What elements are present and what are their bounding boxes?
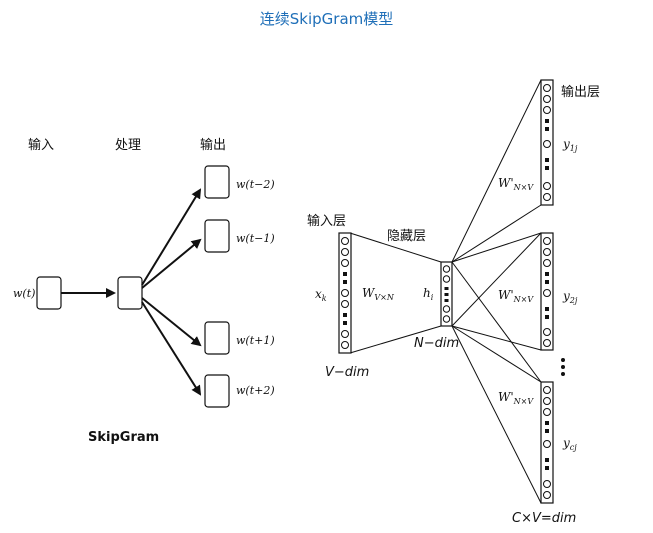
y-label-2: y2j bbox=[562, 289, 578, 305]
output-word-box-3 bbox=[204, 321, 230, 355]
w-label: WV×N bbox=[362, 286, 395, 302]
projection-box bbox=[117, 276, 143, 310]
arrow-to-output-1 bbox=[141, 188, 202, 286]
input-heading: 输入 bbox=[28, 137, 54, 153]
n-dim-label: N−dim bbox=[414, 336, 459, 351]
y-label-1: y1j bbox=[562, 137, 578, 153]
output-word-label-4: w(t+2) bbox=[236, 384, 275, 397]
y-label-3: ycj bbox=[562, 436, 577, 452]
wprime-label-1: W'N×V bbox=[498, 176, 534, 192]
input-layer-label: 输入层 bbox=[307, 213, 346, 229]
vertical-ellipsis bbox=[561, 358, 565, 376]
output-heading: 输出 bbox=[200, 137, 226, 153]
connection-lines bbox=[349, 79, 542, 504]
output-vector-2 bbox=[540, 232, 554, 351]
output-word-box-1 bbox=[204, 165, 230, 199]
arrow-to-output-4 bbox=[141, 301, 202, 396]
output-word-box-2 bbox=[204, 219, 230, 253]
output-vector-3 bbox=[540, 381, 554, 504]
wprime-label-3: W'N×V bbox=[498, 390, 534, 406]
input-vector bbox=[338, 232, 352, 354]
output-vector-1 bbox=[540, 79, 554, 206]
v-dim-label: V−dim bbox=[325, 365, 369, 380]
output-word-label-3: w(t+1) bbox=[236, 334, 275, 347]
arrow-to-output-3 bbox=[141, 297, 202, 347]
wprime-label-2: W'N×V bbox=[498, 288, 534, 304]
hidden-layer-label: 隐藏层 bbox=[387, 229, 426, 244]
h-label: hi bbox=[423, 286, 434, 302]
hidden-vector bbox=[440, 261, 453, 327]
skipgram-caption: SkipGram bbox=[88, 430, 159, 445]
process-heading: 处理 bbox=[115, 138, 141, 153]
output-layer-label: 输出层 bbox=[561, 84, 600, 100]
arrow-to-output-2 bbox=[141, 238, 202, 289]
page-title: 连续SkipGram模型 bbox=[259, 10, 394, 28]
output-word-box-4 bbox=[204, 374, 230, 408]
x-label: xk bbox=[315, 287, 327, 303]
input-word-label: w(t) bbox=[13, 287, 35, 300]
output-word-label-2: w(t−1) bbox=[236, 232, 275, 245]
input-word-box bbox=[36, 276, 62, 310]
output-word-label-1: w(t−2) bbox=[236, 178, 275, 191]
cv-dim-label: C×V=dim bbox=[512, 511, 576, 526]
